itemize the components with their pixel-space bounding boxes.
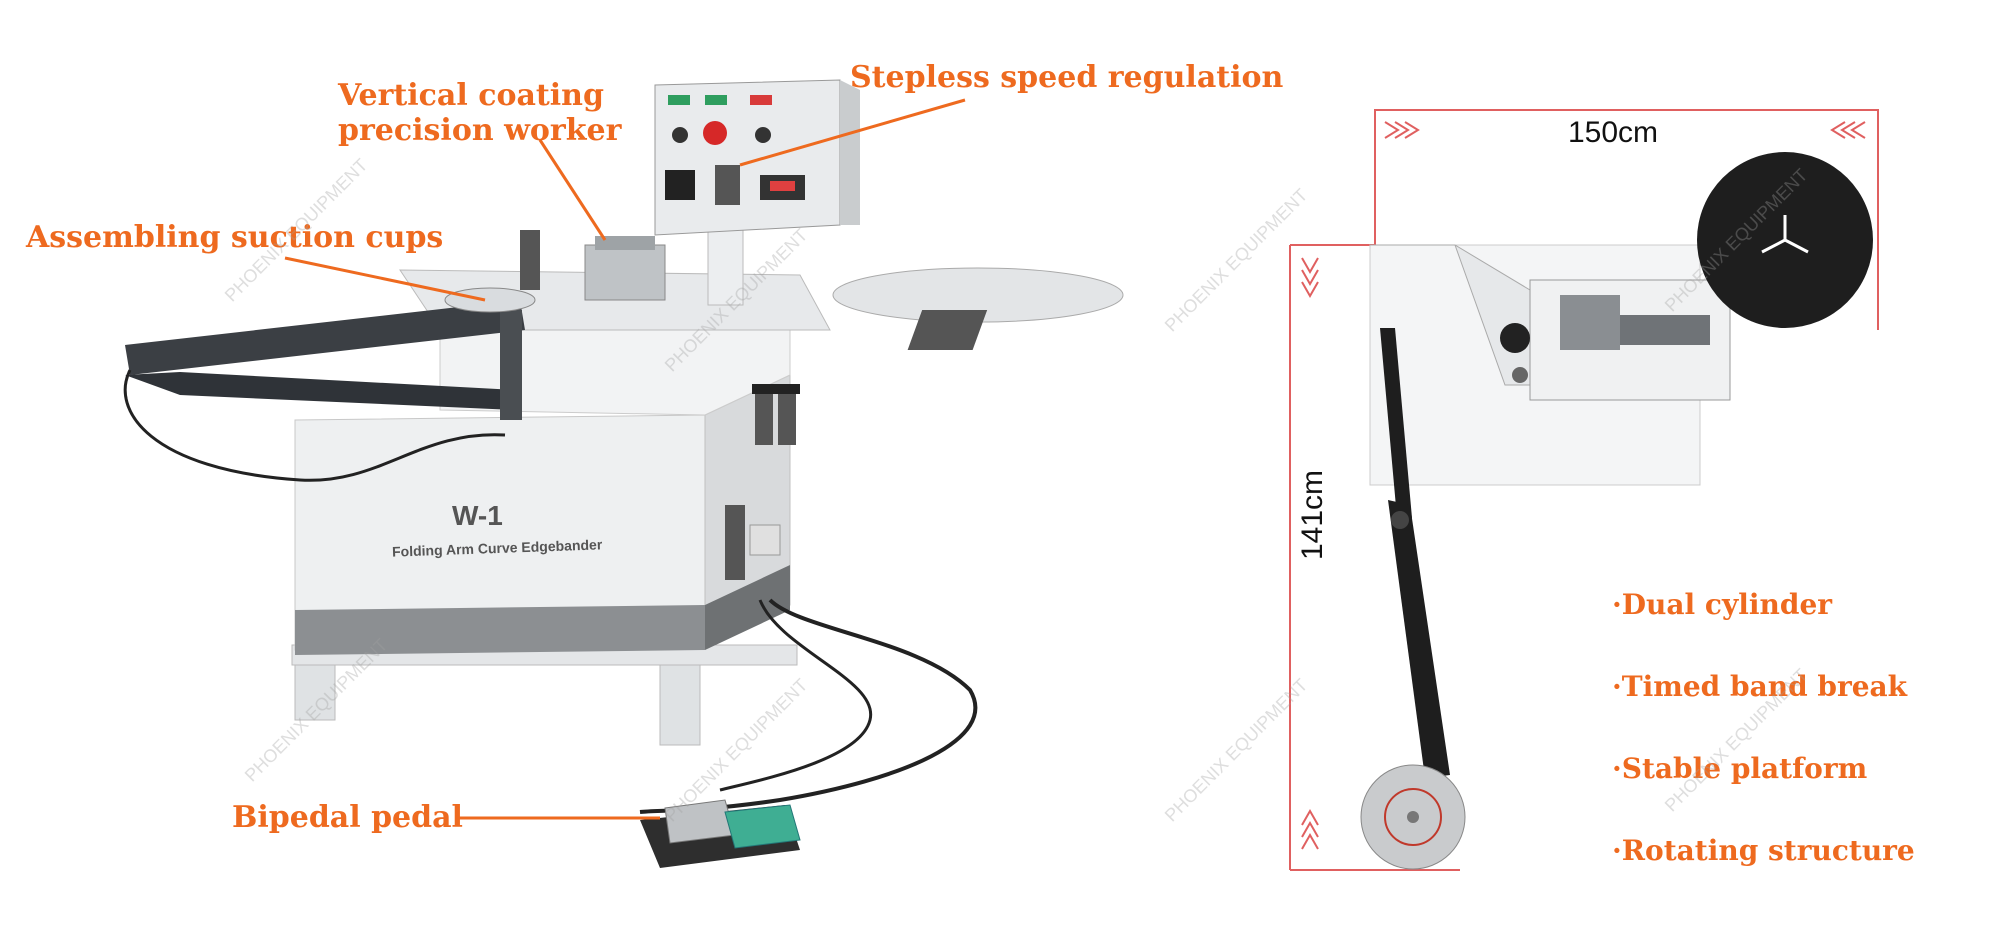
callout-vertical-coating-line2: precision worker (338, 113, 622, 148)
feature-item: ·Timed band break (1612, 670, 1908, 703)
callout-suction-cups: Assembling suction cups (26, 220, 444, 255)
dimension-width: 150cm (1568, 116, 1659, 149)
dimension-height: 141cm (1296, 469, 1329, 560)
feature-item: ·Stable platform (1612, 752, 1868, 785)
callout-vertical-coating-line1: Vertical coating (338, 78, 604, 113)
feature-item: ·Dual cylinder (1612, 588, 1833, 621)
machine-model: W-1 (452, 500, 503, 531)
callout-stepless-speed: Stepless speed regulation (850, 60, 1284, 95)
callout-bipedal-pedal: Bipedal pedal (232, 800, 463, 835)
feature-item: ·Rotating structure (1612, 834, 1915, 867)
